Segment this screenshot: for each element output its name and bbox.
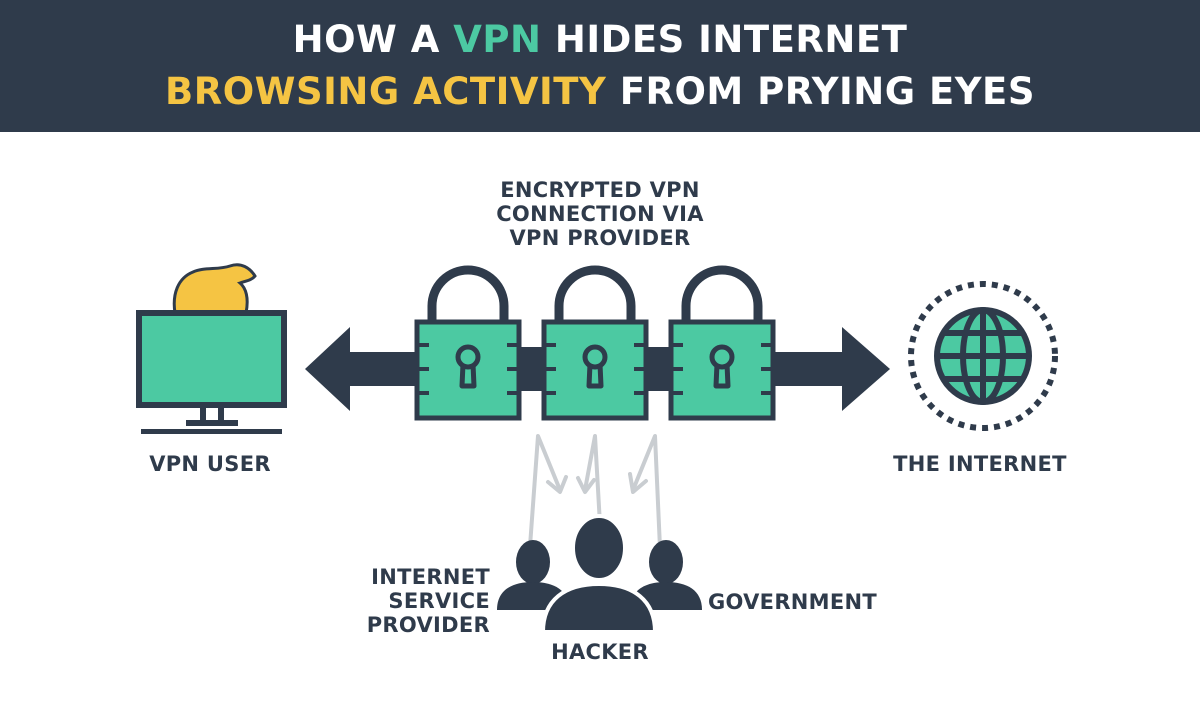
label-isp: INTERNET SERVICE PROVIDER bbox=[300, 565, 490, 637]
title-text: HIDES INTERNET bbox=[541, 18, 908, 61]
header-banner bbox=[0, 0, 1200, 132]
title-highlight-browsing: BROWSING ACTIVITY bbox=[165, 70, 607, 113]
label-vpn-user: VPN USER bbox=[149, 452, 271, 476]
monitor-icon bbox=[136, 263, 287, 434]
globe-icon bbox=[908, 281, 1058, 431]
title-text: HOW A bbox=[292, 18, 454, 61]
label-line: PROVIDER bbox=[366, 613, 490, 637]
padlock-icon bbox=[414, 265, 522, 421]
label-line: INTERNET bbox=[371, 565, 490, 589]
label-line: CONNECTION VIA bbox=[496, 202, 704, 226]
title-text: FROM PRYING EYES bbox=[606, 70, 1035, 113]
user-hair-icon bbox=[172, 263, 257, 315]
label-line: VPN PROVIDER bbox=[509, 226, 691, 250]
padlock-icon bbox=[541, 265, 649, 421]
label-encrypted-connection: ENCRYPTED VPN CONNECTION VIA VPN PROVIDE… bbox=[420, 178, 780, 250]
padlocks-group bbox=[414, 265, 776, 421]
title-highlight-vpn: VPN bbox=[453, 18, 542, 61]
padlock-icon bbox=[668, 265, 776, 421]
title-line-1: HOW A VPN HIDES INTERNET bbox=[0, 18, 1200, 61]
label-line: ENCRYPTED VPN bbox=[500, 178, 700, 202]
label-line: SERVICE bbox=[388, 589, 490, 613]
title-line-2: BROWSING ACTIVITY FROM PRYING EYES bbox=[0, 70, 1200, 113]
label-government: GOVERNMENT bbox=[708, 590, 878, 614]
person-silhouette-icon bbox=[497, 514, 702, 634]
label-the-internet: THE INTERNET bbox=[893, 452, 1067, 476]
label-hacker: HACKER bbox=[551, 640, 649, 664]
